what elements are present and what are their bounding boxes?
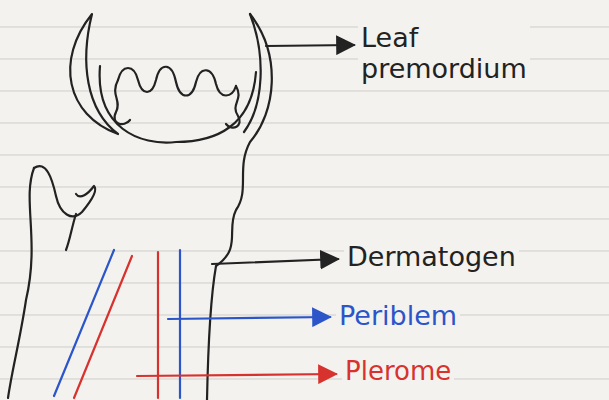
leaf-primordium-right	[207, 14, 272, 400]
part-label: Dermatogen	[344, 241, 519, 272]
axillary-bud-inner	[34, 166, 95, 216]
stem-left-wall	[66, 214, 76, 250]
label-text: Plerome	[342, 357, 454, 387]
ruled-line	[0, 219, 609, 220]
ruled-line	[0, 347, 609, 348]
ruled-line	[0, 315, 609, 316]
leader-arrow	[266, 45, 354, 46]
ruled-line	[0, 123, 609, 124]
label-text: Periblem	[336, 300, 460, 331]
ruled-line	[0, 379, 609, 380]
apical-meristem-lobes	[115, 80, 240, 128]
label-text: Dermatogen	[344, 241, 519, 272]
leader-arrow	[168, 317, 330, 319]
part-label: Plerome	[342, 357, 454, 387]
ruled-line	[0, 283, 609, 284]
leader-arrow	[212, 259, 338, 264]
label-text: Leaf premordium	[358, 22, 530, 84]
part-label: Leaf premordium	[358, 22, 530, 84]
leader-arrow	[137, 374, 336, 376]
part-label: Periblem	[336, 300, 460, 331]
ruled-line	[0, 187, 609, 188]
axillary-bud	[8, 168, 34, 398]
plerome-line	[74, 256, 132, 398]
apical-meristem-wavy	[118, 67, 236, 96]
ruled-line	[0, 155, 609, 156]
leaf-primordium-right-inner	[244, 14, 261, 132]
apical-dome	[100, 66, 256, 143]
